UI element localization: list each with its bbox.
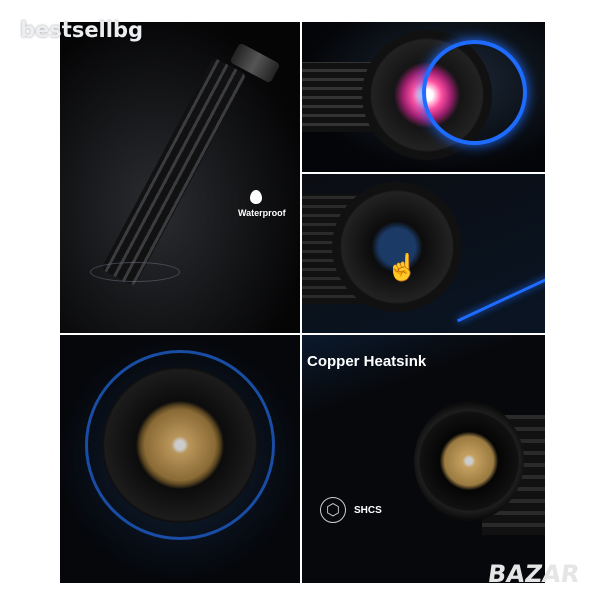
blue-glow-ring	[422, 40, 527, 145]
hand-pointer-icon: ☝	[386, 252, 419, 282]
blue-orbit-ring	[85, 350, 275, 540]
bazar-watermark: BAZAR	[486, 560, 582, 588]
laser-lens-panel	[302, 22, 545, 172]
shcs-label: SHCS	[354, 505, 382, 516]
watermark-bestsellbg: bestsellbg	[20, 18, 144, 42]
heatsink-title: Copper Heatsink	[307, 353, 427, 370]
copper-heatsink-panel: Copper Heatsink ⬡ SHCS	[302, 335, 545, 583]
water-splash	[90, 262, 180, 282]
copper-heatsink-face	[102, 367, 258, 523]
blue-streak	[456, 268, 545, 323]
button-panel: ☝	[302, 174, 545, 333]
front-face-panel	[60, 335, 300, 583]
waterproof-label: Waterproof	[238, 208, 286, 218]
copper-heatsink	[414, 401, 524, 521]
switch-ring	[332, 182, 462, 312]
waterproof-panel: Waterproof	[60, 22, 300, 333]
hex-socket-icon: ⬡	[320, 497, 346, 523]
water-drop-icon	[250, 190, 262, 204]
laser-pointer-body	[100, 57, 248, 287]
